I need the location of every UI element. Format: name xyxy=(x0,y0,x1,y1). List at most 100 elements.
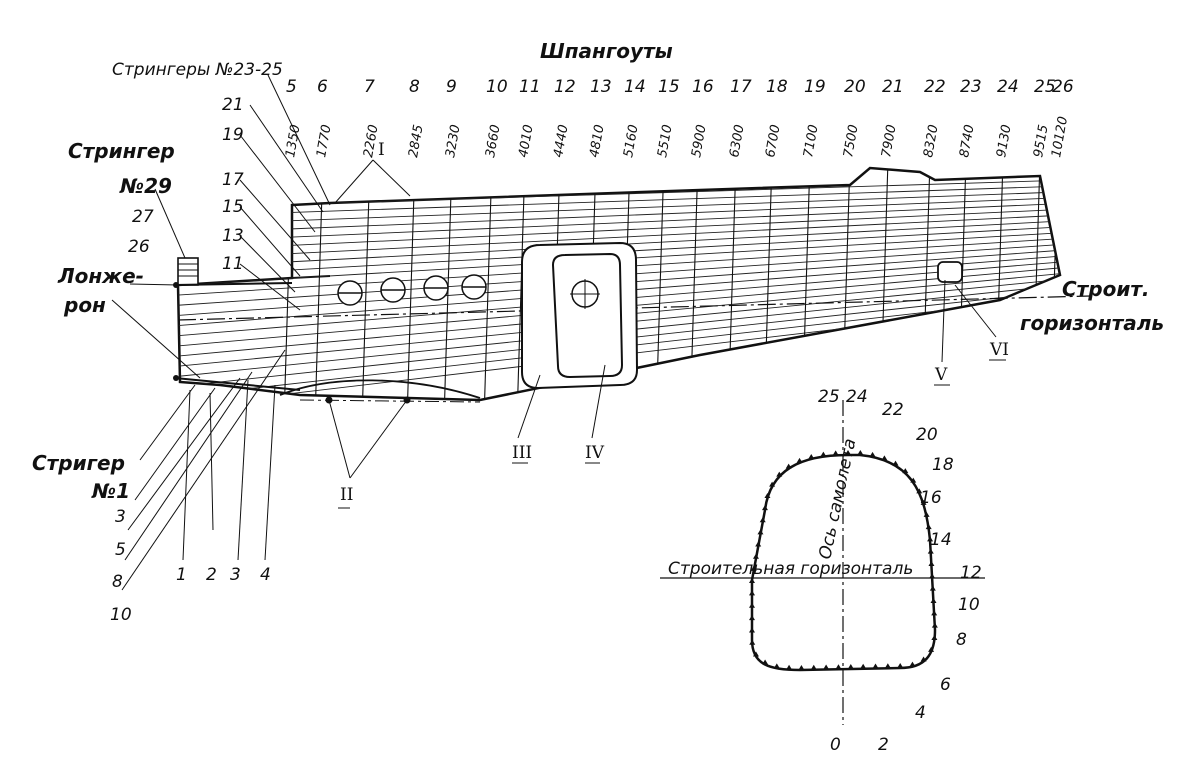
frame-dimension: 4810 xyxy=(587,123,608,158)
section-stringer-number: 20 xyxy=(916,425,938,445)
mark-VI: VI xyxy=(989,340,1009,360)
frame-dimension: 4440 xyxy=(551,123,572,158)
cockpit-step xyxy=(291,205,331,280)
tail-hatch xyxy=(937,261,963,283)
frame-dimension: 5160 xyxy=(621,123,642,158)
frame-number: 11 xyxy=(519,77,541,97)
wing-fairing xyxy=(279,379,481,399)
frame-dimension: 9515 xyxy=(1031,123,1052,158)
section-stringer-number: 10 xyxy=(958,595,980,615)
frame-dimension: 3660 xyxy=(483,123,504,158)
frame-dimension: 5900 xyxy=(689,123,710,158)
bottom-frame-4: 4 xyxy=(260,565,271,585)
frame-number: 18 xyxy=(766,77,788,97)
stringer-29-number: №29 xyxy=(119,174,172,198)
stringer-num-27: 27 xyxy=(132,207,154,227)
cargo-door xyxy=(521,241,639,390)
stringer-num-19: 19 xyxy=(222,125,244,145)
datum-label: Строит. xyxy=(1062,277,1150,301)
frame-number: 9 xyxy=(446,77,457,97)
stringer-num-13: 13 xyxy=(222,226,244,246)
section-stringers xyxy=(749,450,938,670)
frame-dimension: 5510 xyxy=(655,123,676,158)
stringer-num-15: 15 xyxy=(222,197,244,217)
frame-dimension: 7500 xyxy=(841,123,862,158)
section-stringer-number: 4 xyxy=(915,703,926,723)
section-stringer-number: 8 xyxy=(956,630,967,650)
section-stringer-number: 22 xyxy=(882,400,904,420)
section-outline xyxy=(750,453,937,672)
spar-line xyxy=(174,282,293,286)
cross-section: Ось самолета Строительная горизонталь 25… xyxy=(660,387,985,755)
lower-stringer-10: 10 xyxy=(110,605,132,625)
frame-number: 6 xyxy=(317,77,328,97)
window-row xyxy=(337,274,487,306)
upper-stringer-numbers: 27 26 21 19 17 15 13 11 xyxy=(128,95,244,274)
datum-label-2: горизонталь xyxy=(1020,311,1164,335)
frame-number: 23 xyxy=(960,77,982,97)
frame-dimension: 2845 xyxy=(406,123,427,158)
section-stringer-number: 2 xyxy=(878,735,889,755)
bottom-frame-1: 1 xyxy=(176,565,187,585)
lower-stringer-3: 3 xyxy=(115,507,126,527)
frame-dimension: 2260 xyxy=(361,123,382,158)
section-stringer-number: 25 xyxy=(818,387,840,407)
lower-stringer-5: 5 xyxy=(115,540,126,560)
lower-stringer-numbers: 3 5 8 10 1 2 3 4 xyxy=(110,507,271,625)
frame-number: 21 xyxy=(882,77,904,97)
stringers-23-25-label: Стрингеры №23-25 xyxy=(112,60,283,80)
stringer-1-number: №1 xyxy=(91,479,130,503)
section-stringer-number: 12 xyxy=(960,563,982,583)
mark-III: III xyxy=(512,443,532,463)
lower-stringer-8: 8 xyxy=(112,572,123,592)
stringer-num-21: 21 xyxy=(222,95,244,115)
construction-horizontal xyxy=(177,295,1091,321)
frame-number: 10 xyxy=(486,77,508,97)
fuselage-side-view xyxy=(173,166,1091,404)
frame-dimension: 3230 xyxy=(443,123,464,158)
frame-dimension: 8740 xyxy=(957,123,978,158)
mark-I: I xyxy=(378,140,385,160)
frame-number: 5 xyxy=(286,77,297,97)
section-stringer-number: 24 xyxy=(846,387,868,407)
frames-title: Шпангоуты xyxy=(540,39,673,63)
frame-dimension: 7100 xyxy=(801,123,822,158)
spar-label-2: рон xyxy=(63,293,106,317)
frame-number: 13 xyxy=(590,77,612,97)
frame-dimension: 1770 xyxy=(314,123,335,158)
section-datum-label: Строительная горизонталь xyxy=(668,559,913,579)
frame-number: 7 xyxy=(364,77,375,97)
nose-block xyxy=(177,257,199,286)
frame-number: 16 xyxy=(692,77,714,97)
section-stringer-number: 14 xyxy=(930,530,952,550)
frame-number: 25 xyxy=(1034,77,1056,97)
frame-dimension: 7900 xyxy=(879,123,900,158)
frame-number: 26 xyxy=(1052,77,1074,97)
stringer-num-11: 11 xyxy=(222,254,244,274)
frame-dimension: 4010 xyxy=(516,123,537,158)
stringer-29-label: Стрингер xyxy=(68,139,175,163)
frame-labels: 5135061770722608284593230103660114010124… xyxy=(283,77,1074,159)
bottom-frame-3: 3 xyxy=(230,565,241,585)
stringer-1-label: Стригер xyxy=(32,451,125,475)
stringer-num-17: 17 xyxy=(222,170,244,190)
frame-dimension: 6300 xyxy=(727,123,748,158)
bottom-frame-2: 2 xyxy=(206,565,217,585)
stringer-leaders xyxy=(111,74,411,591)
frame-number: 19 xyxy=(804,77,826,97)
frame-number: 24 xyxy=(997,77,1019,97)
spar-label: Лонже- xyxy=(57,264,144,288)
frame-number: 12 xyxy=(554,77,576,97)
mark-II: II xyxy=(340,485,353,505)
frame-dimension: 10120 xyxy=(1049,115,1071,158)
section-stringer-number: 16 xyxy=(920,488,942,508)
lower-nose-contour xyxy=(174,377,301,391)
frame-number: 22 xyxy=(924,77,946,97)
frame-dimension: 9130 xyxy=(994,123,1015,158)
section-stringer-number: 6 xyxy=(940,675,951,695)
mark-V: V xyxy=(934,365,948,385)
frame-number: 20 xyxy=(844,77,866,97)
roman-marks: I II III IV V VI xyxy=(338,140,1009,509)
